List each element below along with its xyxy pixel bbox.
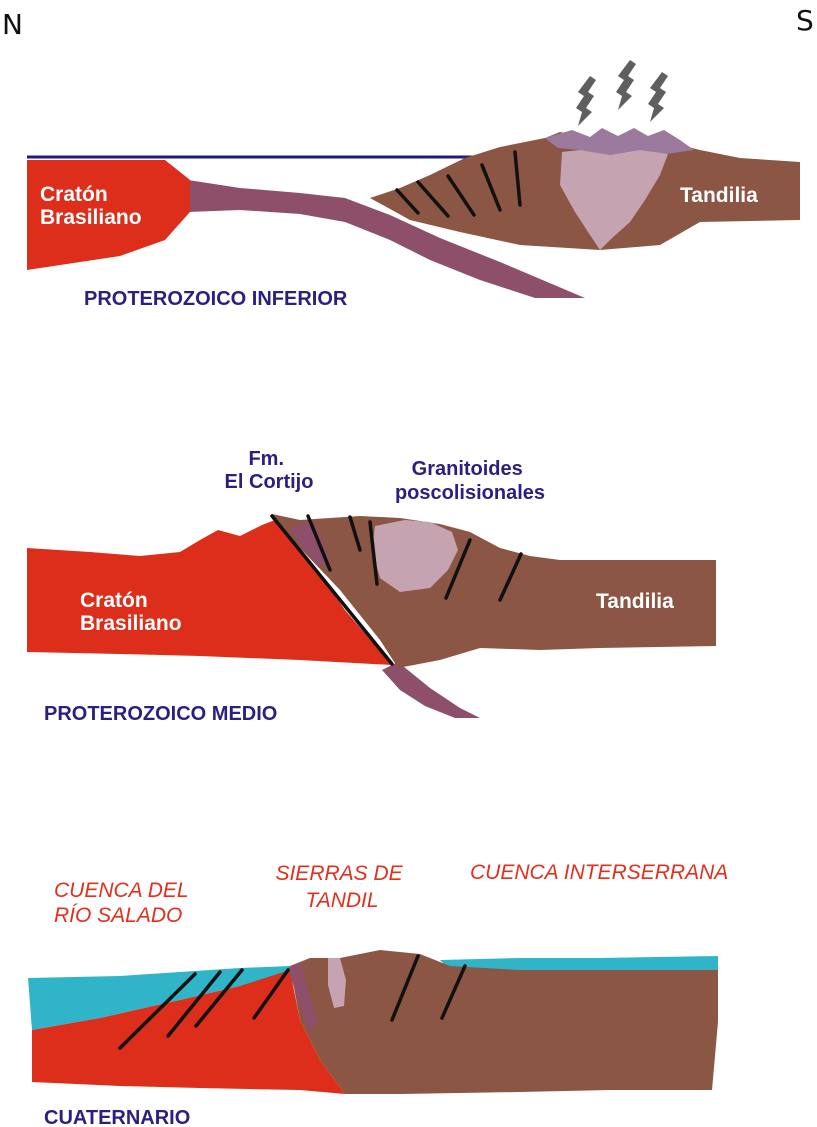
tandilia-label: Tandilia (680, 184, 758, 207)
granitoids-label: Granitoides poscolisionales (395, 458, 545, 504)
panel-proterozoico-medio: Fm. El Cortijo Granitoides poscolisional… (27, 448, 716, 725)
rio-salado-label: CUENCA DEL RÍO SALADO (54, 879, 194, 927)
interserrana-label: CUENCA INTERSERRANA (470, 861, 728, 884)
sediment-cover-right (440, 956, 718, 970)
era-label: PROTEROZOICO MEDIO (44, 703, 277, 725)
granitoid-body (560, 150, 668, 250)
fault-lines (270, 514, 523, 666)
fault-lines (395, 150, 522, 218)
era-label: CUATERNARIO (44, 1107, 190, 1127)
north-label: N (2, 8, 23, 41)
panel-cuaternario: CUENCA DEL RÍO SALADO SIERRAS DE TANDIL … (28, 861, 728, 1127)
volcanic-smoke-icon (616, 60, 636, 110)
era-label: PROTEROZOICO INFERIOR (84, 288, 348, 310)
volcanic-smoke-icon (648, 72, 668, 122)
tandilia-label: Tandilia (596, 590, 674, 613)
craton-block (27, 160, 190, 270)
fault-lines (118, 954, 467, 1050)
craton-label: Cratón Brasiliano (40, 183, 142, 229)
volcanic-cover (545, 128, 694, 155)
subducting-slab (382, 662, 480, 718)
sierras-label: SIERRAS DE TANDIL (275, 862, 408, 912)
tandilia-block (290, 950, 718, 1094)
craton-label: Cratón Brasiliano (80, 589, 182, 635)
craton-block (27, 520, 392, 665)
el-cortijo-formation (290, 522, 330, 566)
volcanic-smoke-icon (576, 76, 596, 126)
el-cortijo-formation (288, 962, 318, 1030)
panel-proterozoico-inferior: Cratón Brasiliano Tandilia PROTEROZOICO … (27, 60, 800, 310)
granitoid-body (328, 958, 346, 1008)
subducting-slab (188, 180, 585, 298)
granitoid-body (372, 520, 458, 592)
south-label: S (796, 4, 814, 37)
formation-label: Fm. El Cortijo (225, 448, 314, 493)
